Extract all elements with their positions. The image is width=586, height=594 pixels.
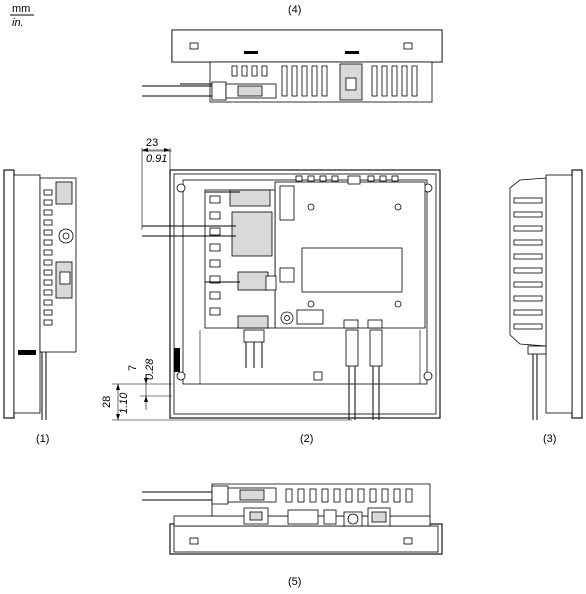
view-label-rear: (2) — [300, 433, 313, 445]
view-label-bottom: (5) — [288, 576, 301, 588]
right-side-view — [509, 169, 583, 420]
dim-cable-offset: 28 1.10 — [101, 383, 352, 421]
right-vents — [513, 197, 543, 330]
rear-vents — [209, 195, 221, 316]
view-label-left: (1) — [36, 433, 49, 445]
dim-connector-offset-in: 0.91 — [146, 153, 167, 165]
unit-legend: mm in. — [10, 3, 34, 29]
rear-view — [142, 169, 441, 420]
dim-connector-offset-mm: 23 — [146, 137, 158, 149]
view-label-right: (3) — [543, 433, 556, 445]
bottom-view — [142, 483, 443, 555]
dim-lower-offset: 7 0.28 — [127, 358, 172, 410]
unit-inch: in. — [12, 17, 24, 29]
dim-lower-offset-mm: 7 — [127, 365, 139, 371]
dim-cable-offset-in: 1.10 — [118, 392, 130, 414]
dim-lower-offset-in: 0.28 — [144, 358, 156, 380]
unit-mm: mm — [12, 3, 30, 15]
dim-connector-offset: 23 0.91 — [141, 137, 172, 230]
left-side-view — [3, 169, 77, 420]
rear-top-ribs — [295, 175, 399, 182]
top-vents — [231, 65, 418, 97]
top-view — [142, 29, 443, 103]
bottom-vents — [285, 488, 413, 503]
left-vents — [43, 189, 53, 326]
dim-cable-offset-mm: 28 — [101, 396, 113, 408]
view-label-top: (4) — [288, 4, 301, 16]
